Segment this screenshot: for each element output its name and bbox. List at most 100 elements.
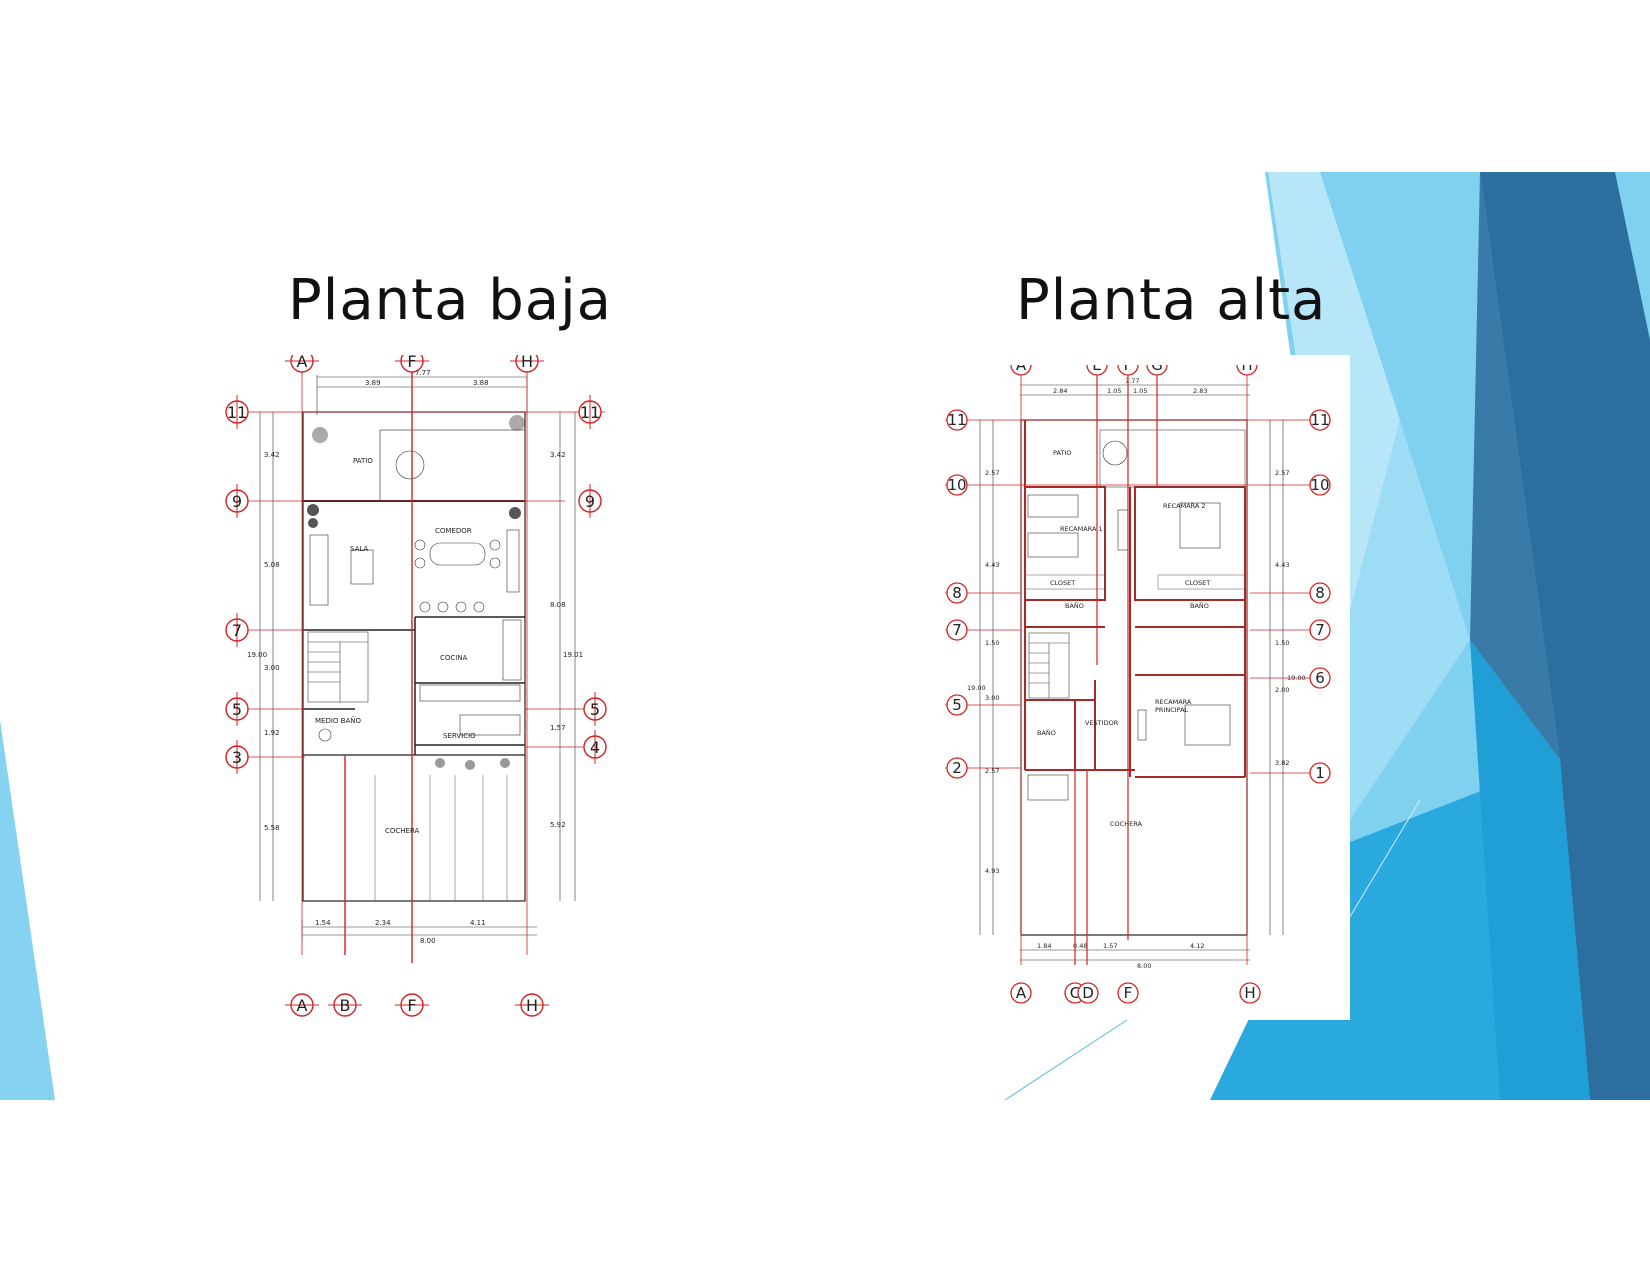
alta-left-dim-6: 4.93 <box>985 867 999 875</box>
svg-text:F: F <box>1124 365 1133 374</box>
right-dim-3: 1.57 <box>550 724 566 732</box>
svg-text:F: F <box>1124 984 1133 1002</box>
svg-text:F: F <box>407 355 416 371</box>
right-bright-shard <box>1470 640 1590 1100</box>
alta-room-bano-1: BAÑO <box>1065 601 1084 610</box>
alta-axis-top-a: A <box>1010 365 1032 376</box>
left-blue-sliver <box>0 720 55 1100</box>
left-dim-3: 3.00 <box>264 664 280 672</box>
svg-text:11: 11 <box>227 403 247 422</box>
right-pale-shard <box>1330 420 1470 850</box>
alta-axis-bottom-h: H <box>1239 982 1261 1004</box>
alta-room-closet-2: CLOSET <box>1185 579 1210 587</box>
svg-text:E: E <box>1092 365 1101 374</box>
axis-bubble-left-9: 9 <box>225 484 249 518</box>
alta-left-dim-3: 1.50 <box>985 639 999 647</box>
thin-accent-line <box>1004 1017 1131 1101</box>
title-planta-alta: Planta alta <box>1016 268 1327 333</box>
top-dim-2: 3.88 <box>473 379 489 387</box>
axis-bubble-bottom-a: A <box>285 993 319 1017</box>
alta-bottom-dim-4: 4.12 <box>1190 942 1204 950</box>
svg-text:7: 7 <box>952 621 962 639</box>
alta-room-vestidor: VESTIDOR <box>1085 719 1119 727</box>
axis-bubble-right-11: 11 <box>578 395 602 429</box>
svg-text:G: G <box>1151 365 1163 374</box>
top-total-dim: 7.77 <box>415 369 431 377</box>
axis-bubble-top-h: H <box>510 355 544 373</box>
alta-axis-right-10: 10 <box>1309 474 1331 496</box>
alta-left-dim-2: 4.43 <box>985 561 999 569</box>
alta-axis-left-5: 5 <box>946 694 968 716</box>
right-dim-2: 8.08 <box>550 601 566 609</box>
alta-room-recamara-2: RECAMARA 2 <box>1163 502 1206 510</box>
svg-text:11: 11 <box>580 403 600 422</box>
alta-axis-right-7: 7 <box>1309 619 1331 641</box>
svg-text:9: 9 <box>585 492 595 511</box>
alta-axis-top-f: F <box>1117 365 1139 376</box>
svg-text:H: H <box>1241 365 1252 374</box>
alta-top-dim-1: 2.84 <box>1053 387 1067 395</box>
alta-right-dim-2: 4.43 <box>1275 561 1289 569</box>
left-total-dim: 19.00 <box>247 651 267 659</box>
alta-left-dim-1: 2.57 <box>985 469 999 477</box>
svg-text:10: 10 <box>947 476 966 494</box>
axis-bubble-right-9: 9 <box>578 484 602 518</box>
svg-text:H: H <box>1244 984 1255 1002</box>
axis-bubble-top-f: F <box>395 355 429 373</box>
svg-text:7: 7 <box>232 621 242 640</box>
alta-right-dim-5: 3.82 <box>1275 759 1289 767</box>
alta-room-principal-1: RECAMARA <box>1155 698 1192 706</box>
title-planta-baja: Planta baja <box>288 268 612 333</box>
alta-room-bano-2: BAÑO <box>1190 601 1209 610</box>
svg-text:B: B <box>340 996 351 1015</box>
svg-text:H: H <box>526 996 538 1015</box>
svg-text:7: 7 <box>1315 621 1325 639</box>
svg-text:2: 2 <box>952 759 962 777</box>
alta-bottom-total: 8.00 <box>1137 962 1151 970</box>
floor-plan-planta-alta: 7.77 2.84 1.05 1.05 2.83 19.00 2.57 4.43… <box>945 365 1331 1004</box>
alta-room-closet-1: CLOSET <box>1050 579 1075 587</box>
alta-axis-left-2: 2 <box>946 757 968 779</box>
svg-text:D: D <box>1082 984 1094 1002</box>
room-patio: PATIO <box>353 457 373 465</box>
alta-axis-right-8: 8 <box>1309 582 1331 604</box>
right-dim-1: 3.42 <box>550 451 566 459</box>
svg-text:8: 8 <box>952 584 962 602</box>
bottom-dim-2: 2.34 <box>375 919 391 927</box>
axis-bubble-right-5: 5 <box>583 692 607 726</box>
alta-axis-bottom-f: F <box>1117 982 1139 1004</box>
alta-axis-top-e: E <box>1086 365 1108 376</box>
alta-room-patio: PATIO <box>1053 449 1071 457</box>
alta-axis-right-6: 6 <box>1309 667 1331 689</box>
alta-axis-top-h: H <box>1236 365 1258 376</box>
svg-text:11: 11 <box>947 411 966 429</box>
right-dark-wedge <box>1480 172 1650 1100</box>
alta-bottom-dim-1: 1.84 <box>1037 942 1051 950</box>
room-servicio: SERVICIO <box>443 732 476 740</box>
svg-text:A: A <box>297 996 308 1015</box>
alta-axis-left-7: 7 <box>946 619 968 641</box>
axis-bubble-left-7: 7 <box>225 613 249 647</box>
alta-left-total: 19.00 <box>967 684 986 692</box>
axis-bubble-top-a: A <box>285 355 319 373</box>
alta-axis-right-1: 1 <box>1309 762 1331 784</box>
alta-axis-bottom-a: A <box>1010 982 1032 1004</box>
alta-axis-left-8: 8 <box>946 582 968 604</box>
right-dim-4: 5.92 <box>550 821 566 829</box>
axis-bubble-left-11: 11 <box>225 395 249 429</box>
svg-text:A: A <box>1016 365 1027 374</box>
room-medio-bano: MEDIO BAÑO <box>315 716 361 725</box>
left-dim-4: 1.92 <box>264 729 280 737</box>
right-total-dim: 19.01 <box>563 651 583 659</box>
room-sala: SALA <box>350 545 368 553</box>
svg-text:9: 9 <box>232 492 242 511</box>
alta-top-total: 7.77 <box>1125 377 1139 385</box>
alta-left-dim-4: 3.00 <box>985 694 999 702</box>
alta-right-dim-1: 2.57 <box>1275 469 1289 477</box>
alta-bottom-dim-3: 1.57 <box>1103 942 1117 950</box>
svg-text:10: 10 <box>1310 476 1329 494</box>
alta-axis-left-11: 11 <box>946 409 968 431</box>
alta-axis-left-10: 10 <box>946 474 968 496</box>
right-steel-wedge <box>1470 172 1560 760</box>
